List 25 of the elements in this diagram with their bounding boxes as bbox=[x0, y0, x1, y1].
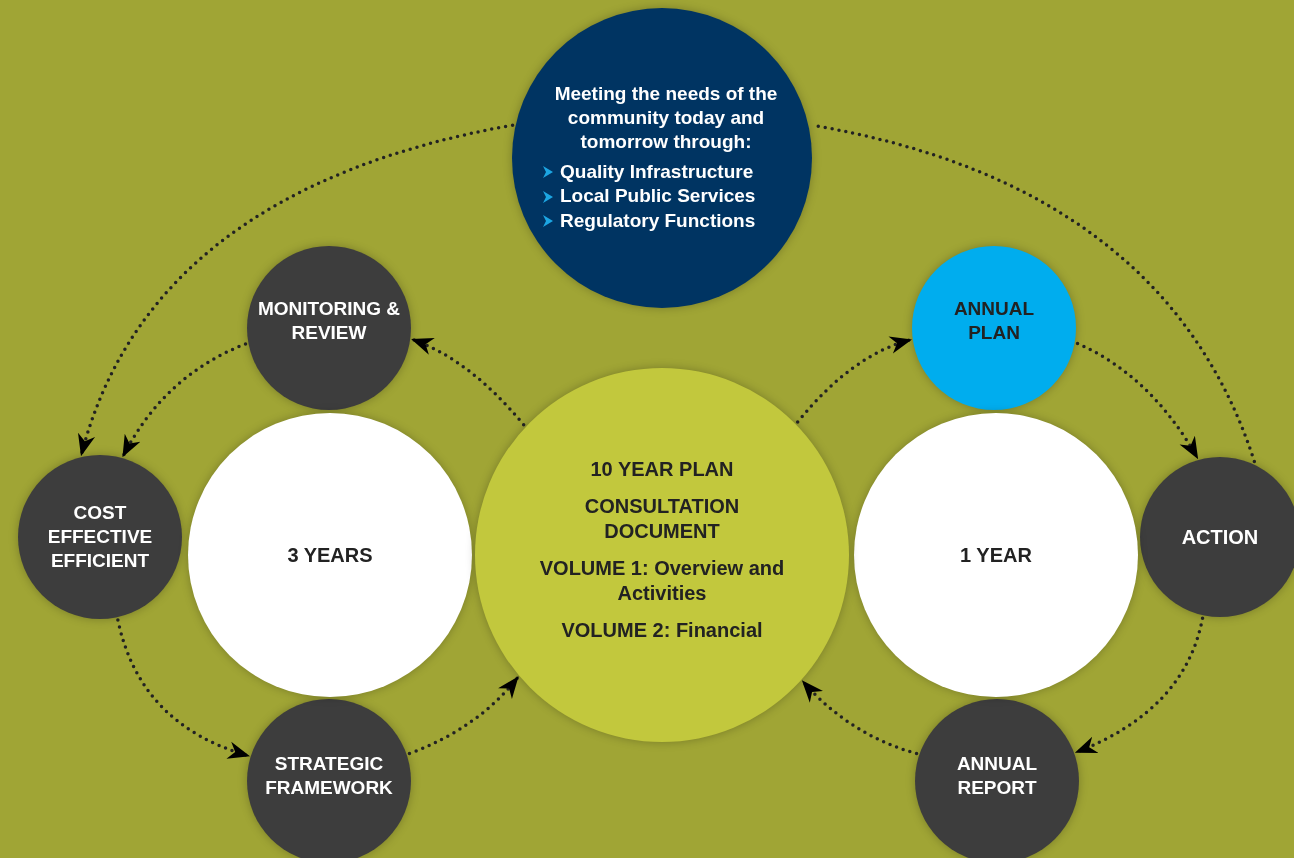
dotted-arrow bbox=[801, 680, 919, 756]
dotted-arrow bbox=[1075, 341, 1199, 460]
bullet-text: Quality Infrastructure bbox=[560, 159, 754, 184]
node-label: 1 YEAR bbox=[960, 542, 1032, 568]
dotted-arrow bbox=[121, 342, 248, 458]
node-label: Meeting the needs of the community today and tomorrow through: bbox=[553, 82, 779, 154]
node-label: 10 YEAR PLAN bbox=[590, 457, 734, 482]
node-label: ACTION bbox=[1181, 524, 1259, 550]
node-label: MONITORING & REVIEW bbox=[256, 297, 402, 345]
dotted-arrow bbox=[795, 337, 912, 424]
bullet-text: Local Public Services bbox=[560, 184, 756, 209]
node-label: ANNUAL PLAN bbox=[952, 297, 1036, 345]
node-label: VOLUME 1: Overview and Activities bbox=[538, 556, 786, 606]
bullet-text: Regulatory Functions bbox=[560, 208, 756, 233]
node-label: CONSULTATION DOCUMENT bbox=[583, 494, 741, 544]
node-label: ANNUAL REPORT bbox=[955, 752, 1039, 800]
dotted-arrow bbox=[116, 618, 250, 758]
node-label: STRATEGIC FRAMEWORK bbox=[264, 752, 394, 800]
node-label: COST EFFECTIVE EFFICIENT bbox=[46, 501, 154, 573]
dotted-arrow bbox=[411, 338, 526, 427]
dotted-arrow bbox=[407, 676, 519, 756]
dotted-arrow bbox=[79, 123, 515, 457]
node-label: VOLUME 2: Financial bbox=[561, 618, 763, 643]
dotted-arrow bbox=[1074, 616, 1205, 754]
node-label: 3 YEARS bbox=[287, 542, 373, 568]
